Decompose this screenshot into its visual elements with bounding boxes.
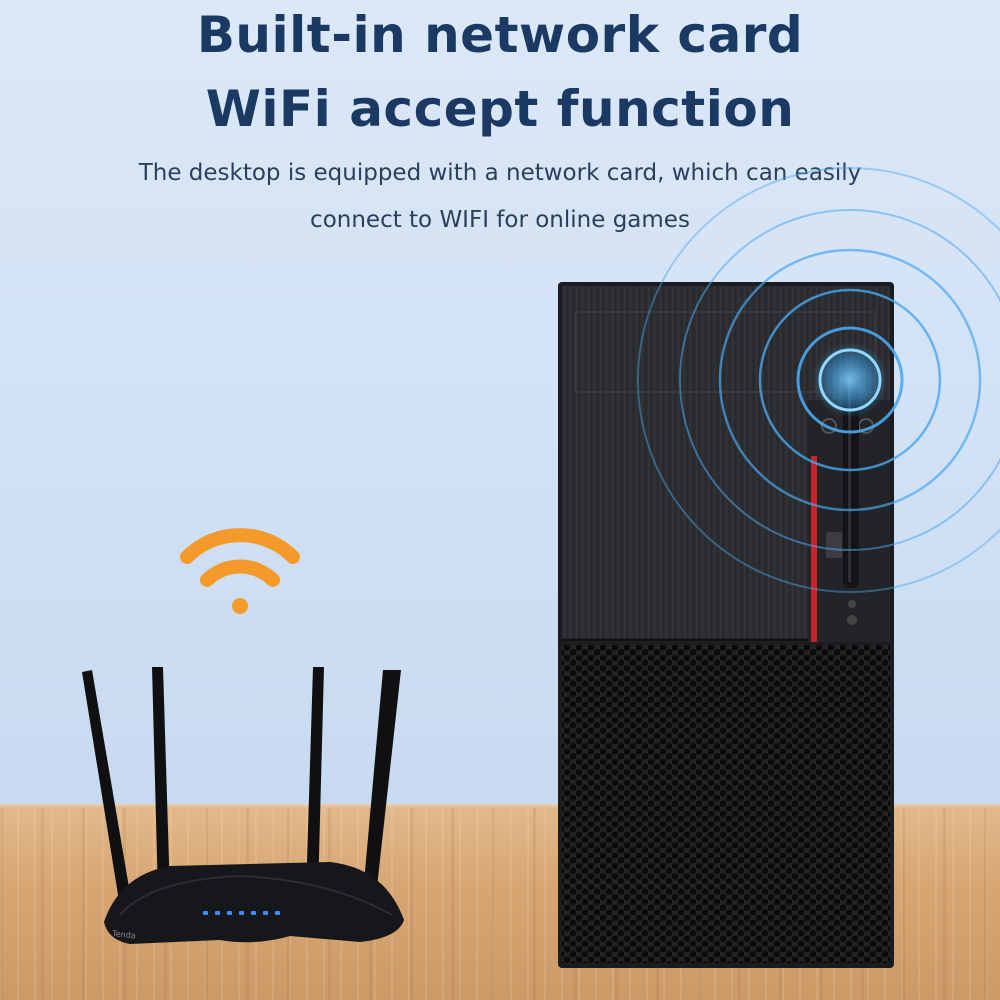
wifi-icon (180, 528, 300, 614)
floor-edge (0, 804, 1000, 810)
headline-line-1: Built-in network card (196, 6, 804, 64)
audio-jack (847, 615, 857, 625)
router-antenna-4 (362, 670, 401, 905)
headline-line-2: WiFi accept function (205, 80, 795, 138)
accent-strip (811, 456, 817, 642)
router-antenna-2 (152, 667, 170, 895)
wifi-router: Tenda (82, 667, 404, 944)
wifi-signal-rings (637, 167, 1000, 593)
usb-port (826, 532, 842, 558)
router-status-leds (203, 911, 280, 915)
router-antenna-3 (306, 667, 324, 895)
router-antenna-1 (82, 670, 132, 907)
power-button (821, 418, 837, 434)
pc-tower (558, 282, 894, 968)
tower-mesh-grille (562, 645, 890, 963)
description-line-2: connect to WIFI for online games (310, 207, 690, 233)
antenna-glow-ring (818, 348, 882, 412)
router-brand-logo: Tenda (111, 929, 136, 941)
description-line-1: The desktop is equipped with a network c… (138, 160, 862, 186)
antenna-glow (812, 342, 888, 418)
